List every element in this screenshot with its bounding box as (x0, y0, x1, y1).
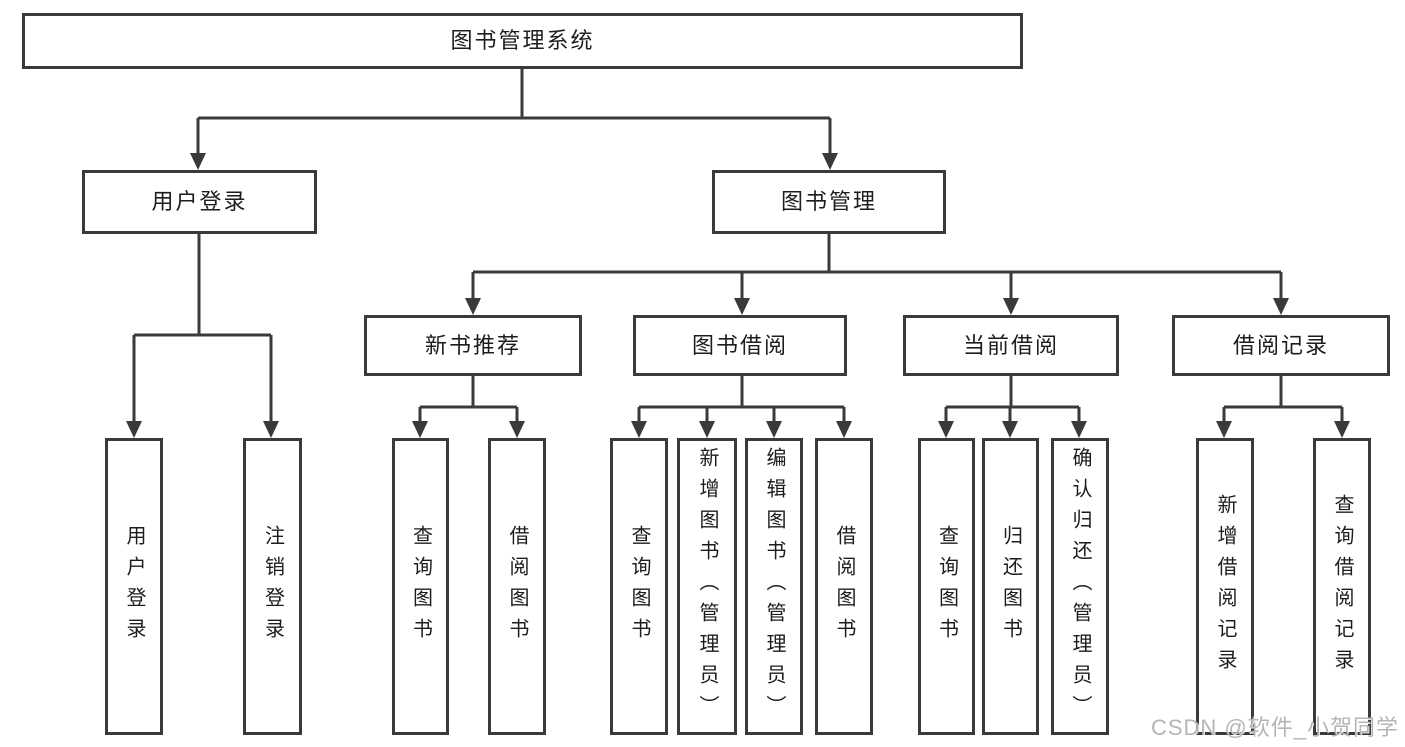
node-leaf-recommend-query-book: 查询图书 (392, 438, 449, 735)
node-book-borrow: 图书借阅 (633, 315, 847, 376)
node-leaf-user-login: 用户登录 (105, 438, 163, 735)
node-leaf-recommend-borrow-book: 借阅图书 (488, 438, 546, 735)
node-root-library-system: 图书管理系统 (22, 13, 1023, 69)
node-leaf-borrow-query-book: 查询图书 (610, 438, 668, 735)
node-leaf-confirm-return-admin: 确认归还（管理员） (1051, 438, 1109, 735)
node-leaf-add-book-admin: 新增图书（管理员） (677, 438, 737, 735)
node-book-management: 图书管理 (712, 170, 946, 234)
edge-current-borrow-to-leaves (938, 376, 1087, 438)
edge-book-borrow-to-leaves (631, 376, 852, 438)
edge-borrow-record-to-leaves (1216, 376, 1350, 438)
node-leaf-add-borrow-record: 新增借阅记录 (1196, 438, 1254, 735)
node-current-borrow: 当前借阅 (903, 315, 1119, 376)
edge-user-login-to-leaves (126, 234, 279, 438)
edge-book-management-to-level3 (465, 234, 1289, 315)
node-leaf-current-query-book: 查询图书 (918, 438, 975, 735)
node-user-login: 用户登录 (82, 170, 317, 234)
node-leaf-edit-book-admin: 编辑图书（管理员） (745, 438, 803, 735)
edge-new-book-recommend-to-leaves (412, 376, 525, 438)
node-leaf-borrow-book: 借阅图书 (815, 438, 873, 735)
csdn-watermark: CSDN @软件_小贺同学 (1150, 715, 1399, 740)
node-new-book-recommend: 新书推荐 (364, 315, 582, 376)
node-leaf-logout: 注销登录 (243, 438, 302, 735)
edge-root-to-level2 (190, 69, 838, 170)
node-borrow-record: 借阅记录 (1172, 315, 1390, 376)
node-leaf-return-book: 归还图书 (982, 438, 1039, 735)
node-leaf-query-borrow-record: 查询借阅记录 (1313, 438, 1371, 735)
